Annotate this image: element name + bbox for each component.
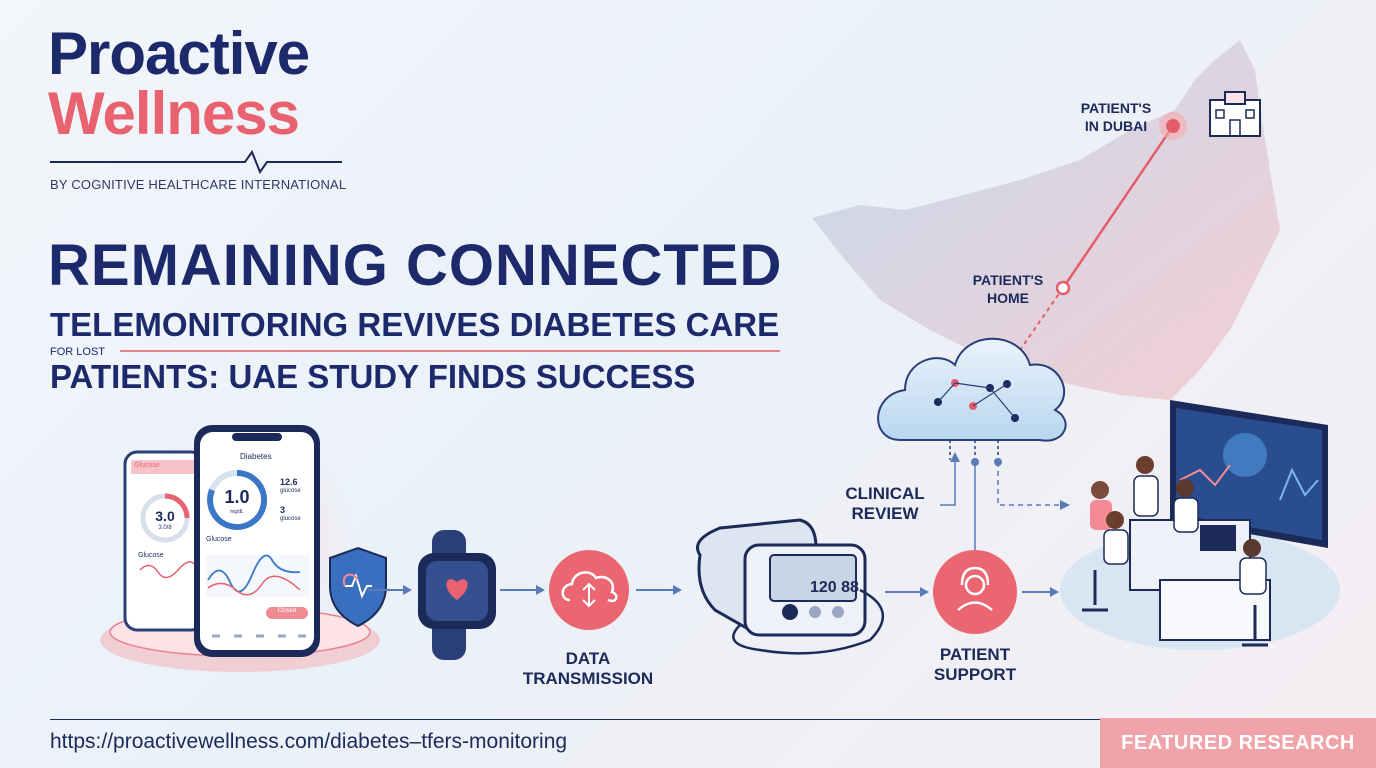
blood-pressure-monitor-illustration — [696, 518, 885, 655]
phone-title: Diabetes — [240, 452, 272, 461]
smartwatch-heart-icon — [418, 530, 496, 660]
phone-chart-label: Glucose — [206, 536, 232, 543]
headline-title: REMAINING CONNECTED — [48, 233, 783, 298]
map-label-dubai: PATIENT'S IN DUBAI — [1080, 100, 1152, 134]
back-phone-chart-label: Glucose — [138, 552, 164, 559]
phone-stat2-unit: glucose — [280, 516, 301, 522]
phone-gauge-value: 1.0 — [224, 487, 250, 507]
headline-subtitle-line2: PATIENTS: UAE STUDY FINDS SUCCESS — [50, 358, 696, 395]
shield-heart-icon — [329, 546, 387, 628]
label-patient-support: PATIENT SUPPORT — [933, 645, 1017, 685]
back-phone-gauge-value: 3.0 — [155, 508, 175, 524]
map-label-home: PATIENT'S HOME — [972, 272, 1044, 306]
monitor-display-reading: 120 88 — [810, 579, 859, 596]
headline-subtitle-line1: TELEMONITORING REVIVES DIABETES CARE — [50, 306, 780, 343]
phone-stat2-value: 3 — [280, 505, 286, 515]
footer-url-link[interactable]: https://proactivewellness.com/diabetes–t… — [50, 730, 568, 753]
brand-name-line2: Wellness — [48, 80, 300, 147]
phone-gauge-unit: mg/dL — [230, 509, 244, 515]
back-phone-gauge-unit: 3.0/8 — [158, 525, 172, 531]
headline-for-lost: FOR LOST — [50, 346, 106, 358]
footer-divider — [50, 719, 1100, 720]
clinic-team-illustration — [1060, 400, 1340, 650]
label-clinical-review: CLINICAL REVIEW — [845, 484, 925, 524]
phone-stat1-unit: glucose — [280, 488, 301, 494]
featured-research-badge: FEATURED RESEARCH — [1100, 718, 1376, 768]
phone-stat1-value: 12.6 — [280, 477, 298, 487]
brand-name-line1: Proactive — [48, 20, 310, 87]
cloud-transfer-icon — [549, 550, 629, 630]
patient-support-icon — [933, 550, 1017, 634]
back-phone-illustration — [123, 450, 205, 632]
brand-byline: BY COGNITIVE HEALTHCARE INTERNATIONAL — [50, 177, 347, 192]
cloud-icon — [877, 337, 1067, 460]
back-phone-header: Glucose — [134, 462, 160, 469]
phone-closed-button: Closed — [277, 608, 297, 614]
hospital-icon — [1209, 91, 1261, 137]
main-phone-illustration — [194, 425, 320, 657]
uae-map-shape — [812, 40, 1280, 400]
label-data-transmission: DATA TRANSMISSION — [522, 649, 654, 689]
